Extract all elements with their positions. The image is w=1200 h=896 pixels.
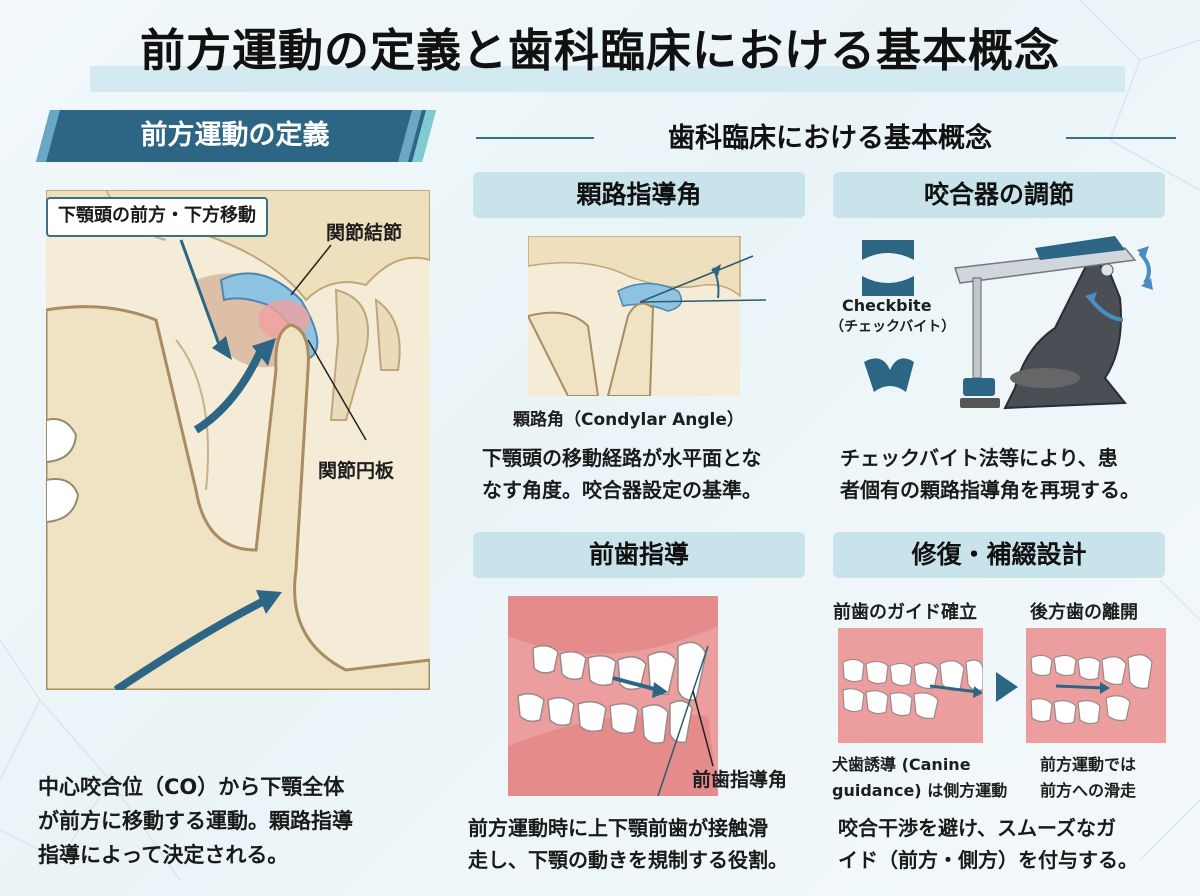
incisal-guidance-illustration: [508, 596, 718, 796]
protrusive-caption: 前方運動では 前方への滑走: [1040, 752, 1136, 804]
tmj-illustration: [46, 190, 430, 690]
restoration-design-heading: 修復・補綴設計: [833, 532, 1165, 578]
condylar-guidance-heading: 顆路指導角: [473, 172, 805, 218]
posterior-disclusion-title: 後方歯の離開: [1030, 602, 1138, 623]
condylar-guidance-description: 下顎頭の移動経路が水平面とな なす角度。咬合器設定の基準。: [482, 442, 812, 506]
title-underline-band: [90, 66, 1125, 92]
checkbite-icon: [862, 240, 914, 296]
definition-line-1: 中心咬合位（CO）から下顎全体: [38, 775, 345, 799]
checkbite-wax-icon: [864, 358, 914, 392]
restoration-description: 咬合干渉を避け、スムーズなガ イド（前方・側方）を付与する。: [838, 812, 1178, 876]
protrusive-caption-line-1: 前方運動では: [1040, 755, 1137, 774]
condylar-desc-line-1: 下顎頭の移動経路が水平面とな: [482, 446, 762, 470]
articulator-desc-line-1: チェックバイト法等により、患: [840, 446, 1118, 470]
checkbite-jp-label: （チェックバイト）: [830, 319, 956, 335]
definition-line-2: が前方に移動する運動。顆路指導: [38, 809, 353, 833]
right-title-rule-right: [1066, 137, 1176, 139]
incisal-guidance-heading: 前歯指導: [473, 532, 805, 578]
incisal-guidance-description: 前方運動時に上下顎前歯が接触滑 走し、下顎の動きを規制する役割。: [468, 812, 818, 876]
page-title: 前方運動の定義と歯科臨床における基本概念: [139, 24, 1060, 77]
definition-banner: [36, 110, 436, 162]
condylar-angle-illustration: [528, 236, 767, 396]
canine-caption-line-1: 犬歯誘導 (Canine: [832, 755, 971, 774]
condylar-angle-caption: 顆路角（Condylar Angle）: [513, 410, 744, 430]
incisal-angle-label: 前歯指導角: [692, 769, 788, 791]
right-title-rule-left: [476, 137, 594, 139]
canine-guidance-caption: 犬歯誘導 (Canine guidance) は側方運動: [832, 752, 1007, 804]
checkbite-en-label: Checkbite: [842, 296, 932, 315]
protrusive-caption-line-2: 前方への滑走: [1040, 781, 1137, 800]
articular-disc-label: 関節円板: [318, 460, 395, 482]
anterior-guide-title: 前歯のガイド確立: [833, 602, 977, 623]
restoration-desc-line-1: 咬合干渉を避け、スムーズなガ: [838, 816, 1116, 840]
condylar-desc-line-2: なす角度。咬合器設定の基準。: [482, 478, 762, 502]
restoration-desc-line-2: イド（前方・側方）を付与する。: [838, 848, 1138, 872]
canine-caption-line-2: guidance) は側方運動: [832, 781, 1008, 800]
articulator-desc-line-2: 者個有の顆路指導角を再現する。: [840, 478, 1140, 502]
definition-banner-label: 前方運動の定義: [140, 120, 330, 151]
articular-eminence-label: 関節結節: [326, 222, 403, 244]
incisal-desc-line-2: 走し、下顎の動きを規制する役割。: [468, 848, 788, 872]
articulator-adjustment-heading: 咬合器の調節: [833, 172, 1165, 218]
anterior-guide-illustration: [838, 628, 983, 743]
definition-description: 中心咬合位（CO）から下顎全体 が前方に移動する運動。顆路指導 指導によって決定…: [38, 770, 438, 872]
condyle-movement-callout: 下顎頭の前方・下方移動: [46, 197, 268, 237]
articulator-description: チェックバイト法等により、患 者個有の顆路指導角を再現する。: [840, 442, 1180, 506]
posterior-disclusion-illustration: [1026, 628, 1166, 743]
progression-arrow-icon: [996, 672, 1018, 702]
clinical-concepts-title: 歯科臨床における基本概念: [668, 123, 992, 154]
incisal-desc-line-1: 前方運動時に上下顎前歯が接触滑: [468, 816, 768, 840]
definition-line-3: 指導によって決定される。: [38, 843, 289, 867]
articulator-illustration: [953, 236, 1153, 410]
